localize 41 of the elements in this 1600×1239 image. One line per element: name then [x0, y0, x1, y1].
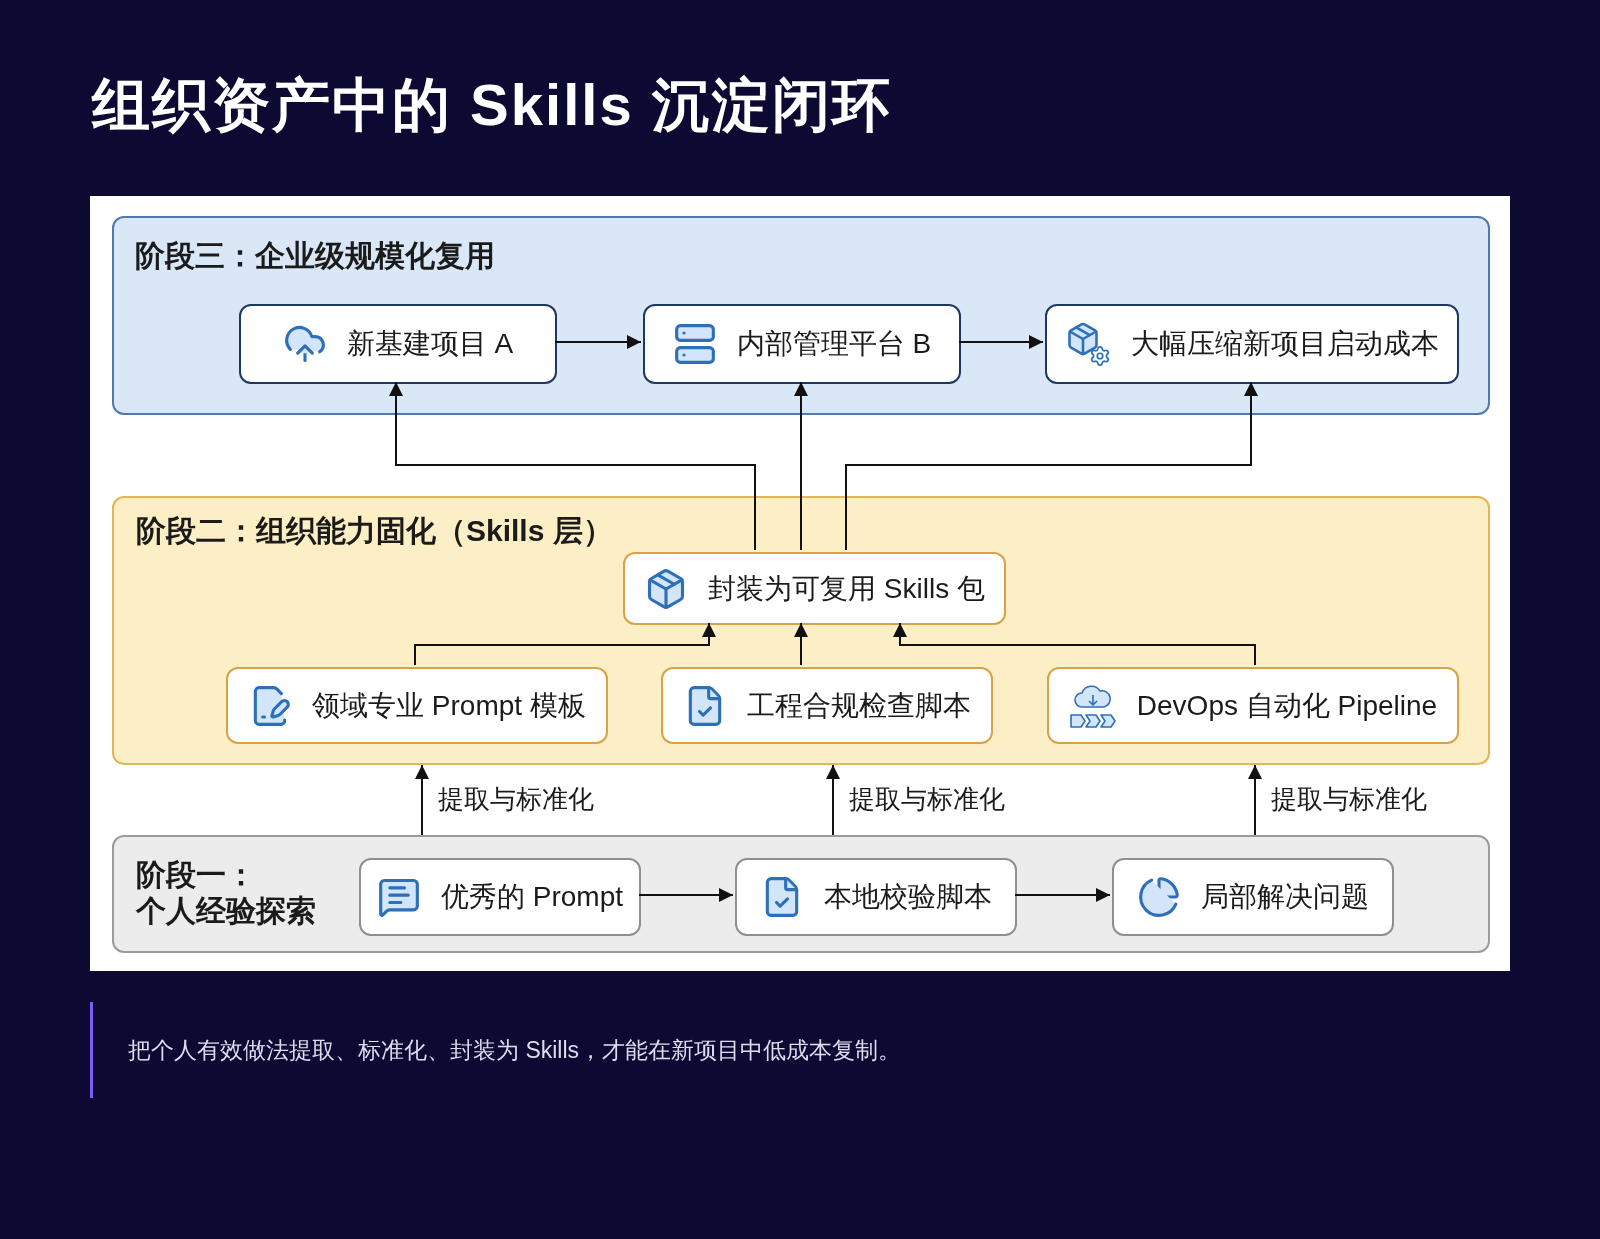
elbow-arrow	[845, 381, 1258, 551]
step-label: DevOps 自动化 Pipeline	[1136, 688, 1438, 723]
stage-title: 阶段一：个人经验探索	[136, 857, 317, 929]
stage-title: 阶段三：企业级规模化复用	[135, 238, 495, 274]
step-label: 工程合规检查脚本	[747, 688, 971, 723]
step-card	[623, 552, 1006, 625]
elbow-arrow	[414, 622, 716, 666]
arrow	[826, 764, 840, 836]
stage-title: 阶段二：组织能力固化（Skills 层）	[136, 513, 613, 549]
arrow	[794, 381, 808, 551]
step-card	[735, 858, 1017, 936]
arrow	[1248, 764, 1262, 836]
elbow-arrow	[893, 622, 1256, 666]
step-label: 大幅压缩新项目启动成本	[1131, 327, 1439, 361]
step-card	[661, 667, 993, 744]
arrow	[794, 622, 808, 666]
step-card	[239, 304, 557, 384]
arrow	[1014, 888, 1111, 902]
step-card	[226, 667, 608, 744]
arrow	[415, 764, 429, 836]
arrow	[554, 335, 642, 349]
elbow-arrow	[389, 381, 756, 551]
step-card	[1047, 667, 1459, 744]
step-label: 封装为可复用 Skills 包	[708, 571, 985, 606]
step-card	[359, 858, 641, 936]
caption-text: 把个人有效做法提取、标准化、封装为 Skills，才能在新项目中低成本复制。	[90, 1002, 902, 1098]
step-label: 优秀的 Prompt	[441, 880, 623, 914]
step-card	[643, 304, 961, 384]
step-card	[1045, 304, 1459, 384]
stage-panel	[112, 216, 1490, 415]
arrow	[638, 888, 734, 902]
step-label: 本地校验脚本	[824, 880, 992, 914]
stage-panel	[112, 835, 1490, 953]
step-label: 内部管理平台 B	[736, 327, 932, 361]
step-label: 新基建项目 A	[346, 327, 514, 361]
step-label: 局部解决问题	[1201, 880, 1369, 914]
arrow	[958, 335, 1044, 349]
diagram-title: 组织资产中的 Skills 沉淀闭环	[92, 71, 892, 139]
stage-panel	[112, 496, 1490, 765]
step-label: 领域专业 Prompt 模板	[312, 688, 586, 723]
step-card	[1112, 858, 1394, 936]
